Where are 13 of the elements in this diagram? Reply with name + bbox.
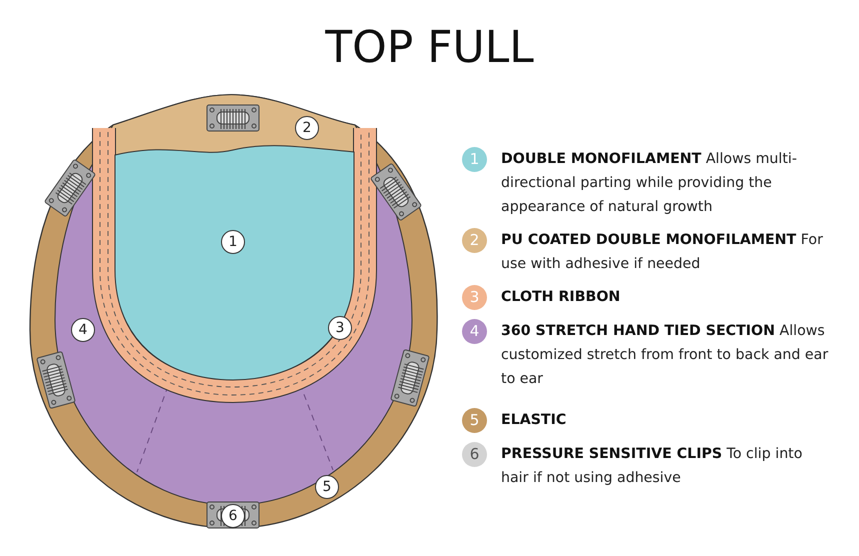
numbered-swatch: 1 [462, 147, 487, 172]
legend-text: DOUBLE MONOFILAMENT Allows multi-directional parting while providing the appearance of natural growth [501, 150, 798, 217]
title: TOP FULL [324, 21, 535, 75]
numbered-swatch: 2 [462, 228, 487, 253]
legend-text: PU COATED DOUBLE MONOFILAMENT For use with adhesive if needed [501, 231, 824, 274]
numbered-swatch: 4 [462, 319, 487, 344]
numbered-swatch: 6 [462, 442, 487, 467]
legend-text: PRESSURE SENSITIVE CLIPS To clip into hair if not using adhesive [501, 445, 804, 488]
numbered-swatch: 5 [462, 408, 487, 433]
legend-text: 360 STRETCH HAND TIED SECTION Allows customized stretch from front to back and ear to ear [501, 322, 830, 389]
legend-text: CLOTH RIBBON [501, 288, 622, 307]
legend-text: ELASTIC [501, 411, 568, 430]
numbered-swatch: 3 [462, 285, 487, 310]
